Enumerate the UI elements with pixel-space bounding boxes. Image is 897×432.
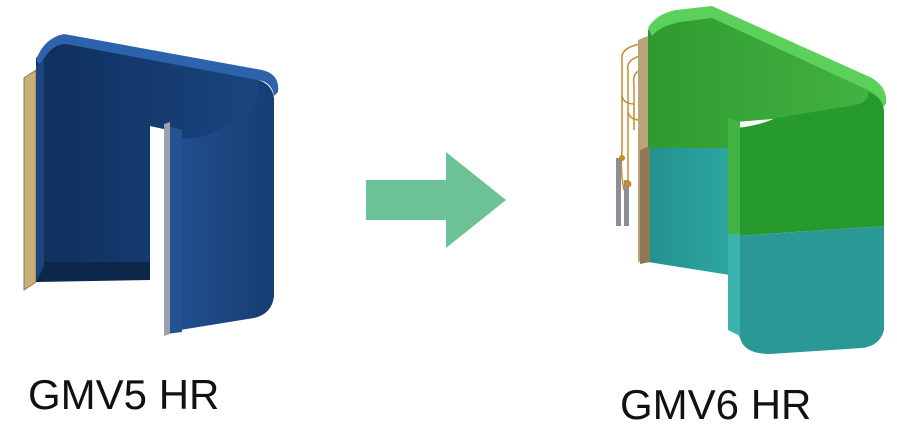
gmv6-hr-heat-exchanger: [616, 6, 887, 354]
refrigerant-piping: [620, 43, 641, 191]
arrow-icon: [366, 152, 506, 248]
gmv5-hr-heat-exchanger: [23, 34, 279, 336]
pipe-stub: [616, 158, 621, 226]
gmv6-hr-label: GMV6 HR: [620, 381, 812, 428]
gmv5-hr-label: GMV5 HR: [28, 371, 220, 418]
pipe-stub: [624, 180, 629, 226]
